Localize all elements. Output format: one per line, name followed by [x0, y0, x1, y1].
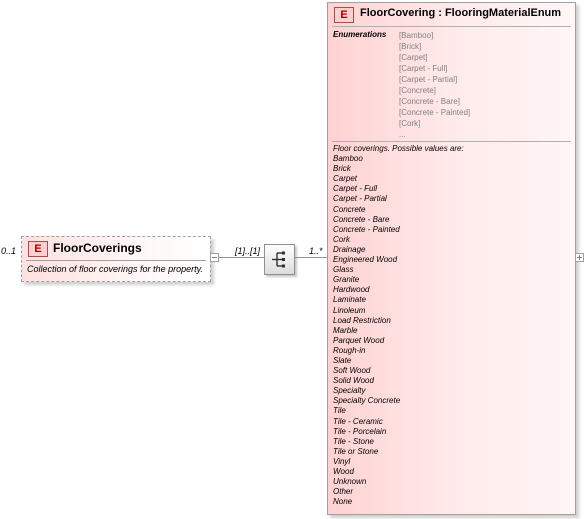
element-description: Collection of floor coverings for the pr… — [27, 264, 203, 274]
enumerations-list: [Bamboo] [Brick] [Carpet] [Carpet - Full] [C… — [399, 30, 470, 140]
enumeration-value: [Brick] — [399, 42, 422, 51]
sequence-icon — [272, 251, 285, 268]
description-text: Floor coverings. Possible values are:Bam… — [333, 144, 464, 507]
description-line: Specialty Concrete — [333, 396, 401, 406]
description-line: Rough-in — [333, 345, 366, 355]
description-line: Drainage — [333, 244, 366, 254]
collapse-icon[interactable] — [210, 253, 219, 262]
floorcoverings-element[interactable]: E FloorCoverings Collection of floor cov… — [21, 236, 211, 282]
enumeration-value: [Carpet - Partial] — [399, 75, 458, 84]
description-line: Tile or Stone — [333, 446, 379, 456]
description-line: Soft Wood — [333, 366, 371, 376]
description-divider — [332, 141, 571, 142]
element-badge: E — [334, 7, 354, 23]
description-line: Unknown — [333, 477, 367, 487]
enumerations-label: Enumerations — [333, 30, 387, 39]
description-line: Tile - Ceramic — [333, 416, 383, 426]
description-line: Bamboo — [333, 154, 363, 164]
description-line: None — [333, 497, 353, 507]
description-line: Concrete - Painted — [333, 224, 400, 234]
description-line: Tile - Porcelain — [333, 426, 387, 436]
left-multiplicity: 0..1 — [1, 246, 17, 256]
floorcovering-element[interactable]: E FloorCovering : FlooringMaterialEnum E… — [327, 2, 576, 515]
description-line: Wood — [333, 467, 354, 476]
description-line: Concrete - Bare — [333, 214, 390, 224]
description-line: Carpet - Full — [333, 184, 378, 194]
description-line: Marble — [333, 325, 358, 335]
description-line: Vinyl — [333, 456, 351, 466]
enumeration-value: [Cork] — [399, 119, 421, 128]
description-line: Parquet Wood — [333, 335, 385, 345]
description-line: Laminate — [333, 295, 366, 305]
description-line: Other — [333, 487, 354, 497]
description-line: Engineered Wood — [333, 255, 398, 265]
enumeration-value: [Bamboo] — [399, 31, 434, 40]
element-divider — [26, 260, 206, 261]
element-title: FloorCovering : FlooringMaterialEnum — [360, 7, 562, 19]
sequence-multiplicity: [1]..[1] — [235, 246, 261, 256]
description-line: Brick — [333, 164, 351, 174]
description-line: Floor coverings. Possible values are: — [333, 144, 464, 153]
description-line: Hardwood — [333, 285, 370, 295]
description-line: Granite — [333, 275, 360, 285]
connector-line-left — [219, 257, 264, 258]
enumeration-value: [Carpet] — [399, 53, 428, 62]
title-divider — [332, 26, 571, 27]
description-line: Solid Wood — [333, 376, 374, 386]
enumeration-value: [Carpet - Full] — [399, 64, 448, 73]
expand-icon[interactable] — [575, 253, 584, 262]
description-line: Specialty — [333, 386, 366, 396]
enumeration-value: [Concrete - Bare] — [399, 97, 460, 106]
description-line: Concrete — [333, 204, 366, 214]
description-line: Carpet — [333, 174, 358, 184]
description-line: Load Restriction — [333, 315, 391, 325]
description-line: Glass — [333, 265, 354, 275]
enumeration-value: [Concrete] — [399, 86, 436, 95]
description-line: Slate — [333, 355, 352, 365]
enumeration-value: [Concrete - Painted] — [399, 108, 471, 117]
connector-line-right — [294, 257, 327, 258]
description-line: Linoleum — [333, 305, 366, 315]
description-line: Tile - Stone — [333, 436, 374, 446]
child-multiplicity: 1..* — [309, 246, 323, 256]
description-line: Cork — [333, 234, 350, 244]
element-name: FloorCoverings — [53, 241, 142, 255]
enumeration-value: ... — [399, 130, 406, 139]
description-line: Carpet - Partial — [333, 194, 387, 204]
description-line: Tile — [333, 406, 346, 416]
sequence-compositor[interactable] — [264, 244, 295, 275]
element-badge: E — [28, 241, 48, 257]
